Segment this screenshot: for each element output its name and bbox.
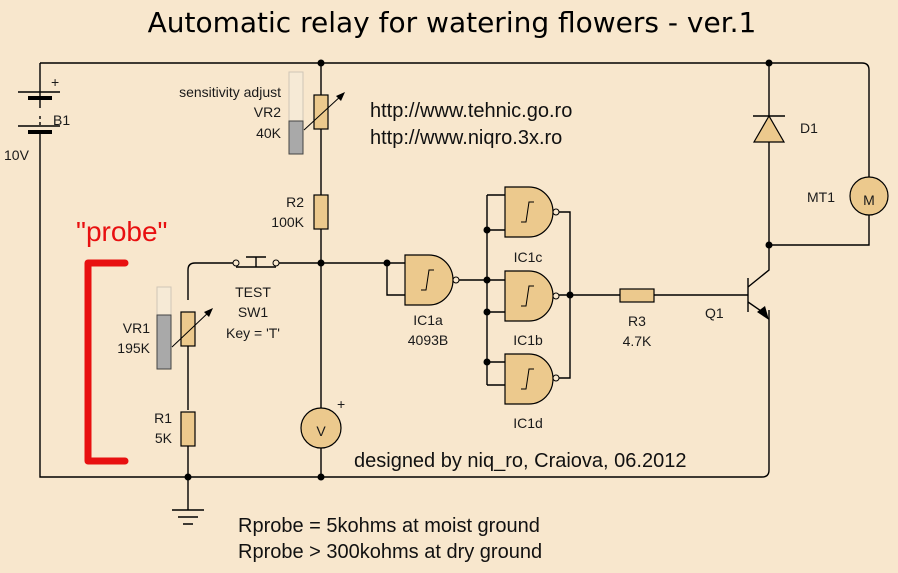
diagram-title: Automatic relay for watering flowers - v… (148, 6, 757, 39)
schmitt-icon (421, 269, 434, 291)
probe-label: "probe" (76, 216, 168, 247)
vr2-name: VR2 (254, 104, 281, 120)
motor-mt1: M MT1 (807, 176, 889, 216)
resistor-r2: R2 100K (271, 194, 329, 230)
resistor-r3: R3 4.7K (619, 288, 655, 349)
ic1d-name: IC1d (513, 415, 543, 431)
r2-value: 100K (271, 214, 304, 230)
battery-plus-sign: + (51, 74, 59, 90)
wires (39, 62, 870, 525)
url-niqro[interactable]: http://www.niqro.3x.ro (370, 127, 562, 149)
voltmeter-glyph: V (316, 423, 326, 439)
url-tehnic[interactable]: http://www.tehnic.go.ro (370, 100, 572, 122)
r3-value: 4.7K (623, 333, 652, 349)
vr1-name: VR1 (123, 320, 150, 336)
transistor-q1: Q1 (705, 301, 769, 321)
vr1-slider-knob[interactable] (156, 314, 172, 370)
r2-name: R2 (286, 194, 304, 210)
battery-value: 10V (4, 147, 30, 163)
motor-glyph: M (863, 192, 875, 208)
r1-name: R1 (154, 410, 172, 426)
resistor-r1: R1 5K (154, 410, 196, 447)
probe-bracket (84, 259, 129, 465)
voltmeter[interactable]: V + (300, 396, 345, 449)
arrow-icon (336, 92, 345, 101)
gate-ic1c: IC1c (504, 186, 560, 265)
gate-ic1a: IC1a 4093B (404, 254, 460, 348)
sw1-name: SW1 (238, 304, 269, 320)
potentiometer-vr2[interactable]: sensitivity adjust VR2 40K (179, 71, 345, 155)
schmitt-icon (521, 368, 534, 390)
junctions (184, 59, 773, 481)
credit-text: designed by niq_ro, Craiova, 06.2012 (354, 450, 686, 472)
r3-name: R3 (628, 313, 646, 329)
schmitt-icon (521, 201, 534, 223)
note-dry: Rprobe > 300kohms at dry ground (238, 541, 542, 563)
vr1-body (180, 311, 196, 347)
ic1b-name: IC1b (513, 332, 543, 348)
vr2-value: 40K (256, 125, 282, 141)
q1-name: Q1 (705, 305, 724, 321)
switch-sw1[interactable]: TEST SW1 Key = 'T' (226, 256, 280, 341)
mt1-name: MT1 (807, 189, 835, 205)
vr2-caption: sensitivity adjust (179, 84, 281, 100)
gate-ic1b: IC1b (504, 270, 560, 348)
potentiometer-vr1[interactable]: VR1 195K (117, 286, 213, 370)
ic1c-name: IC1c (514, 249, 543, 265)
schmitt-icon (521, 285, 534, 307)
note-moist: Rprobe = 5kohms at moist ground (238, 515, 540, 537)
voltmeter-plus: + (337, 396, 345, 412)
vr1-value: 195K (117, 340, 150, 356)
diode-d1: D1 (752, 114, 818, 143)
battery-name: B1 (53, 112, 70, 128)
ic1a-part: 4093B (408, 332, 448, 348)
gate-ic1d: IC1d (504, 353, 560, 431)
arrow-icon (204, 308, 213, 317)
vr2-slider-knob[interactable] (288, 120, 304, 155)
battery-b1[interactable]: + B1 10V (4, 74, 70, 163)
d1-name: D1 (800, 120, 818, 136)
sw1-key: Key = 'T' (226, 325, 280, 341)
vr2-body (313, 94, 329, 130)
ic1a-name: IC1a (413, 312, 443, 328)
sw1-label: TEST (235, 284, 271, 300)
r1-value: 5K (155, 430, 173, 446)
